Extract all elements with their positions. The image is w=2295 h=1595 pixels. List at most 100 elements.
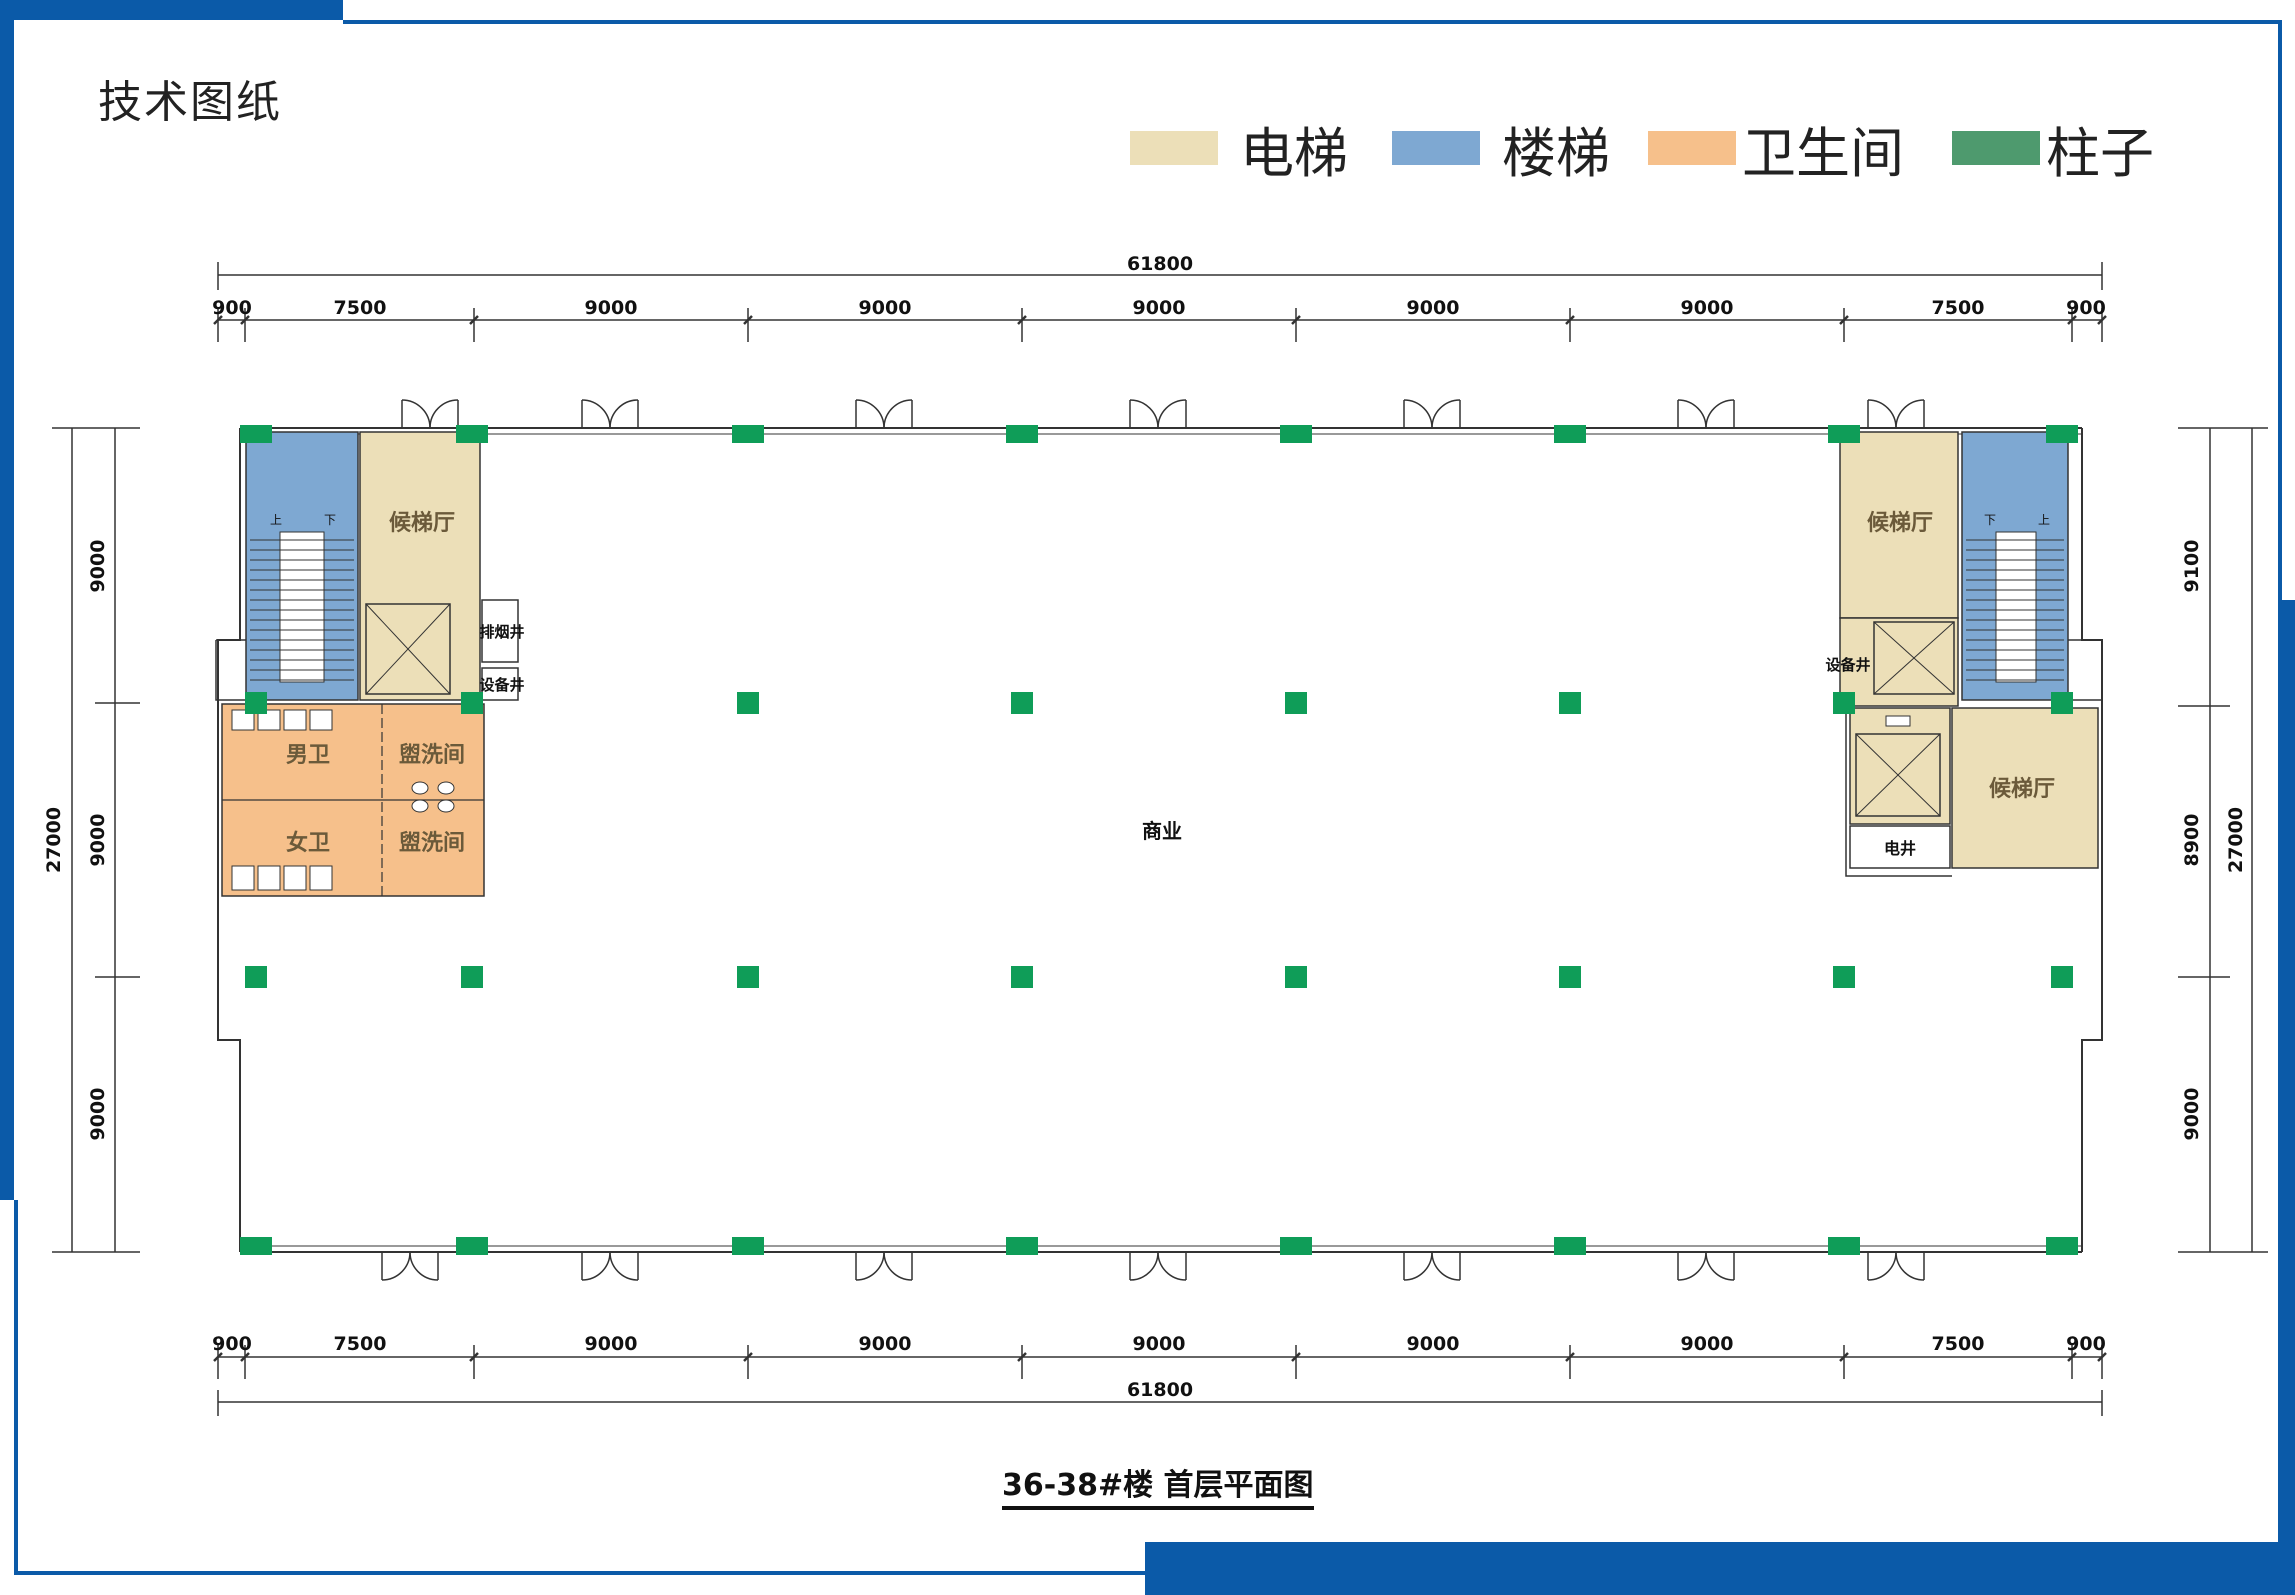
dim-top-2: 7500 bbox=[334, 297, 387, 319]
dim-bot-6: 9000 bbox=[1407, 1333, 1460, 1355]
legend-item-column: 柱子 bbox=[1952, 118, 2154, 185]
column-r3-c1 bbox=[245, 966, 267, 988]
dim-bot-8: 7500 bbox=[1932, 1333, 1985, 1355]
column-r1-c7 bbox=[1828, 425, 1860, 443]
room-equipment-right: 设备井 bbox=[1825, 656, 1870, 674]
column-r2-c6 bbox=[1559, 692, 1581, 714]
equipment-shaft-left bbox=[481, 667, 519, 701]
column-r1-c1 bbox=[240, 425, 272, 443]
dim-bot-3: 9000 bbox=[585, 1333, 638, 1355]
column-r4-c2 bbox=[456, 1237, 488, 1255]
column-r3-c3 bbox=[737, 966, 759, 988]
legend-label-toilet: 卫生间 bbox=[1742, 121, 1904, 185]
frame-bar-bottom-right bbox=[1145, 1542, 2295, 1595]
column-r1-c6 bbox=[1554, 425, 1586, 443]
column-r3-c5 bbox=[1285, 966, 1307, 988]
column-r2-c7 bbox=[1833, 692, 1855, 714]
legend-swatch-toilet bbox=[1648, 131, 1736, 165]
dim-top-7: 9000 bbox=[1681, 297, 1734, 319]
frame-bar-right bbox=[2282, 600, 2295, 1595]
dim-top-6: 9000 bbox=[1407, 297, 1460, 319]
room-women-wc: 女卫 bbox=[286, 830, 330, 856]
column-r2-c1 bbox=[245, 692, 267, 714]
column-r4-c7 bbox=[1828, 1237, 1860, 1255]
legend-item-toilet: 卫生间 bbox=[1648, 118, 1904, 185]
dim-top-8: 7500 bbox=[1932, 297, 1985, 319]
legend-item-elevator: 电梯 bbox=[1130, 118, 1348, 185]
dim-right-total: 27000 bbox=[2225, 807, 2247, 873]
column-r1-c2 bbox=[456, 425, 488, 443]
column-r4-c6 bbox=[1554, 1237, 1586, 1255]
column-r3-c8 bbox=[2051, 966, 2073, 988]
right-core: 候梯厅 设备井 下 上 电井 候梯厅 bbox=[1825, 431, 2103, 877]
room-equipment-left: 设备井 bbox=[479, 676, 524, 694]
dim-bot-7: 9000 bbox=[1681, 1333, 1734, 1355]
frame-bar-top-left bbox=[0, 0, 343, 20]
legend-label-elevator: 电梯 bbox=[1240, 121, 1348, 185]
legend-item-stair: 楼梯 bbox=[1392, 118, 1610, 185]
room-lobby-right-bottom: 候梯厅 bbox=[1989, 776, 2055, 802]
column-r1-c5 bbox=[1280, 425, 1312, 443]
dim-top-4: 9000 bbox=[859, 297, 912, 319]
elevator-lobby-right-bottom bbox=[1951, 707, 2099, 869]
dim-left-1: 9000 bbox=[87, 540, 109, 593]
column-r3-c6 bbox=[1559, 966, 1581, 988]
room-men-wc: 男卫 bbox=[286, 743, 330, 768]
column-r2-c4 bbox=[1011, 692, 1033, 714]
smoke-shaft-left bbox=[481, 599, 519, 663]
column-r4-c4 bbox=[1006, 1237, 1038, 1255]
dim-top-9: 900 bbox=[2066, 297, 2106, 319]
dim-overall-top: 61800 bbox=[1127, 253, 1193, 275]
room-wash-2: 盥洗间 bbox=[399, 831, 465, 856]
room-smoke-shaft: 排烟井 bbox=[479, 623, 524, 641]
elevator-lobby-right-top bbox=[1839, 431, 1959, 619]
legend-swatch-column bbox=[1952, 131, 2040, 165]
dim-right-1: 9100 bbox=[2181, 540, 2203, 593]
frame-line-right bbox=[2278, 20, 2282, 1550]
column-r2-c3 bbox=[737, 692, 759, 714]
column-r4-c8 bbox=[2046, 1237, 2078, 1255]
page-title: 技术图纸 bbox=[98, 77, 282, 128]
legend-label-stair: 楼梯 bbox=[1502, 121, 1610, 185]
dim-bot-1: 900 bbox=[212, 1333, 252, 1355]
legend-swatch-elevator bbox=[1130, 131, 1218, 165]
dim-bot-2: 7500 bbox=[334, 1333, 387, 1355]
column-r3-c7 bbox=[1833, 966, 1855, 988]
room-wash-1: 盥洗间 bbox=[399, 743, 465, 768]
dimension-lines bbox=[52, 262, 2268, 1416]
dim-left-total: 27000 bbox=[43, 807, 65, 873]
dim-right-3: 9000 bbox=[2181, 1088, 2203, 1141]
column-r2-c5 bbox=[1285, 692, 1307, 714]
room-lobby-right-top: 候梯厅 bbox=[1867, 510, 1933, 536]
room-commercial: 商业 bbox=[1142, 819, 1182, 843]
dim-top-5: 9000 bbox=[1133, 297, 1186, 319]
dim-left-3: 9000 bbox=[87, 1088, 109, 1141]
column-r4-c3 bbox=[732, 1237, 764, 1255]
dim-left-2: 9000 bbox=[87, 814, 109, 867]
stair-right-down-label: 下 bbox=[1984, 513, 1996, 527]
dim-top-1: 900 bbox=[212, 297, 252, 319]
legend-label-column: 柱子 bbox=[2046, 121, 2154, 185]
column-r4-c1 bbox=[240, 1237, 272, 1255]
column-r3-c4 bbox=[1011, 966, 1033, 988]
column-r2-c8 bbox=[2051, 692, 2073, 714]
dim-overall-bottom: 61800 bbox=[1127, 1379, 1193, 1401]
room-lobby-left: 候梯厅 bbox=[389, 510, 455, 536]
electric-shaft bbox=[1849, 825, 1951, 869]
dimension-texts: 61800 900 7500 9000 9000 9000 9000 9000 … bbox=[43, 253, 2247, 1401]
column-r4-c5 bbox=[1280, 1237, 1312, 1255]
column-r1-c4 bbox=[1006, 425, 1038, 443]
dim-bot-4: 9000 bbox=[859, 1333, 912, 1355]
column-r2-c2 bbox=[461, 692, 483, 714]
frame-bar-left bbox=[0, 0, 14, 1200]
column-r1-c3 bbox=[732, 425, 764, 443]
building-outline bbox=[217, 427, 2103, 1253]
dim-bot-5: 9000 bbox=[1133, 1333, 1186, 1355]
frame-line-left bbox=[14, 1200, 18, 1575]
dim-right-2: 8900 bbox=[2181, 814, 2203, 867]
column-r1-c8 bbox=[2046, 425, 2078, 443]
stair-left-up-label: 上 bbox=[270, 513, 282, 527]
legend-swatch-stair bbox=[1392, 131, 1480, 165]
dim-bot-9: 900 bbox=[2066, 1333, 2106, 1355]
